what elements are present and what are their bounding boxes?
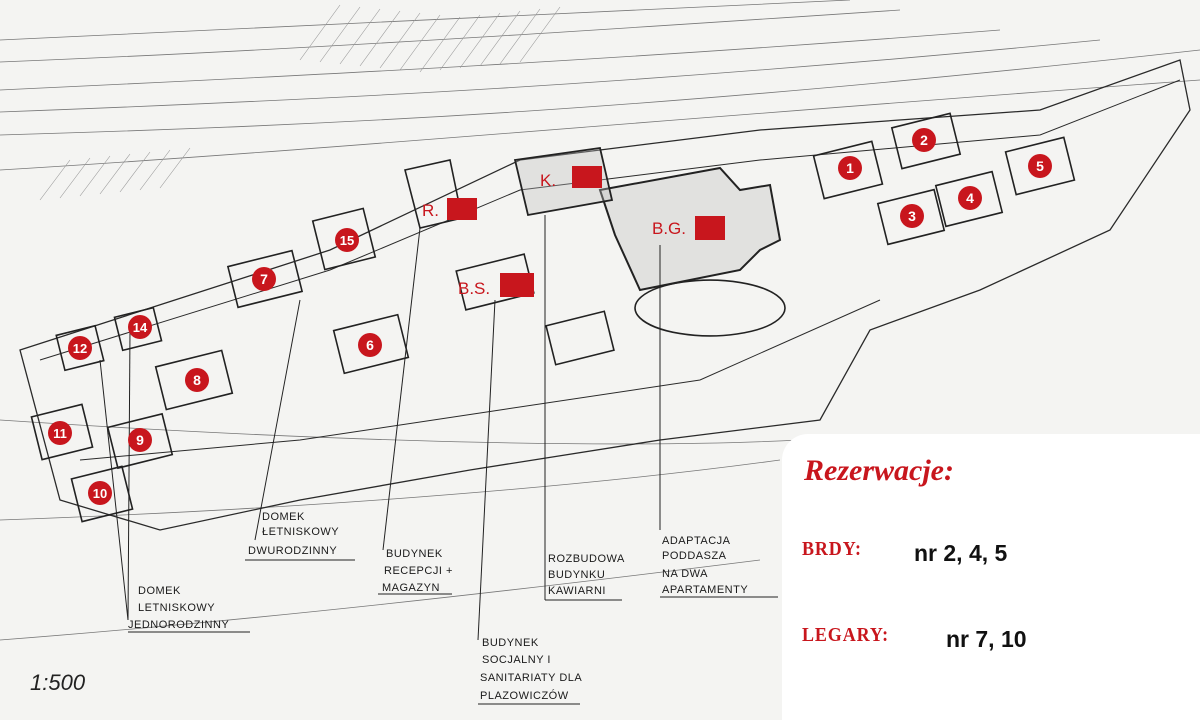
marker-number: 7 xyxy=(260,271,268,287)
marker-number: 1 xyxy=(846,160,854,176)
building-tag-label: B.S. xyxy=(458,279,490,298)
building-k-outline xyxy=(513,146,614,217)
label-domek-jednorodzinny: DOMEK LETNISKOWY JEDNORODZINNY xyxy=(128,585,229,631)
cabin-marker-14[interactable]: 14 xyxy=(128,315,152,339)
marker-number: 15 xyxy=(340,233,354,248)
cabin-marker-1[interactable]: 1 xyxy=(838,156,862,180)
label-underlines xyxy=(128,559,778,705)
marker-circle xyxy=(185,368,209,392)
marker-circle xyxy=(900,204,924,228)
marker-number: 5 xyxy=(1036,158,1044,174)
marker-number: 12 xyxy=(73,341,87,356)
building-tag-label: K. xyxy=(540,171,556,190)
building-tag-r[interactable]: R. xyxy=(422,198,477,220)
marker-number: 2 xyxy=(920,132,928,148)
marker-circle xyxy=(128,428,152,452)
reservation-numbers: nr 2, 4, 5 xyxy=(914,540,1008,566)
marker-number: 3 xyxy=(908,208,916,224)
cabin-marker-3[interactable]: 3 xyxy=(900,204,924,228)
marker-number: 8 xyxy=(193,372,201,388)
path-line xyxy=(79,299,881,461)
building-bg-outline xyxy=(598,166,782,292)
reservations-panel: Rezerwacje: BRDY: nr 2, 4, 5 LEGARY: nr … xyxy=(782,434,1200,720)
site-outline xyxy=(19,59,1191,531)
cabin-marker-7[interactable]: 7 xyxy=(252,267,276,291)
marker-circle xyxy=(48,421,72,445)
building-tag-k[interactable]: K. xyxy=(540,166,602,190)
cabin-marker-8[interactable]: 8 xyxy=(185,368,209,392)
label-apartamenty: ADAPTACJA PODDASZA NA DWA APARTAMENTY xyxy=(662,535,748,596)
cabin-marker-2[interactable]: 2 xyxy=(912,128,936,152)
marker-number: 4 xyxy=(966,190,974,206)
building-tag-label: R. xyxy=(422,201,439,220)
road-line xyxy=(39,79,1181,361)
building-tag-square xyxy=(447,198,477,220)
building-tag-bg[interactable]: B.G. xyxy=(652,216,725,240)
cabin-marker-4[interactable]: 4 xyxy=(958,186,982,210)
marker-circle xyxy=(838,156,862,180)
marker-circle xyxy=(128,315,152,339)
cabin-marker-15[interactable]: 15 xyxy=(335,228,359,252)
cabin-marker-6[interactable]: 6 xyxy=(358,333,382,357)
reservations-title: Rezerwacje: xyxy=(804,454,954,487)
marker-number: 11 xyxy=(53,426,67,441)
building-tag-square xyxy=(500,273,534,297)
marker-circle xyxy=(335,228,359,252)
cabin-marker-12[interactable]: 12 xyxy=(68,336,92,360)
marker-number: 10 xyxy=(93,486,107,501)
building-tag-square xyxy=(572,166,602,188)
reservation-name: LEGARY: xyxy=(802,624,890,646)
marker-circle xyxy=(252,267,276,291)
label-recepcja: BUDYNEK RECEPCJI + MAGAZYN xyxy=(382,548,456,594)
marker-circle xyxy=(958,186,982,210)
marker-number: 9 xyxy=(136,432,144,448)
leader-lines xyxy=(99,215,661,641)
cabin-marker-9[interactable]: 9 xyxy=(128,428,152,452)
cabin-marker-11[interactable]: 11 xyxy=(48,421,72,445)
reservation-name: BRDY: xyxy=(802,538,862,560)
cabin-marker-10[interactable]: 10 xyxy=(88,481,112,505)
scale-label: 1:500 xyxy=(30,670,86,695)
marker-circle xyxy=(358,333,382,357)
marker-circle xyxy=(1028,154,1052,178)
marker-circle xyxy=(68,336,92,360)
reservation-numbers: nr 7, 10 xyxy=(946,626,1027,652)
marker-circle xyxy=(912,128,936,152)
cabin-marker-5[interactable]: 5 xyxy=(1028,154,1052,178)
marker-number: 14 xyxy=(133,320,148,335)
building-tag-bs[interactable]: B.S. xyxy=(458,273,534,298)
building-tag-label: B.G. xyxy=(652,219,686,238)
marker-number: 6 xyxy=(366,337,374,353)
label-domek-dwurodzinny: DOMEK ŁETNISKOWY DWURODZINNY xyxy=(248,511,343,557)
label-budynek-socjalny: BUDYNEK SOCJALNY I SANITARIATY DLA PLAZO… xyxy=(480,637,585,702)
hatch-lines xyxy=(39,4,561,201)
marker-circle xyxy=(88,481,112,505)
label-kawiarnia: ROZBUDOWA BUDYNKU KAWIARNI xyxy=(548,553,628,597)
building-tags: K. R. B.G. B.S. xyxy=(422,166,725,298)
building-tag-square xyxy=(695,216,725,240)
